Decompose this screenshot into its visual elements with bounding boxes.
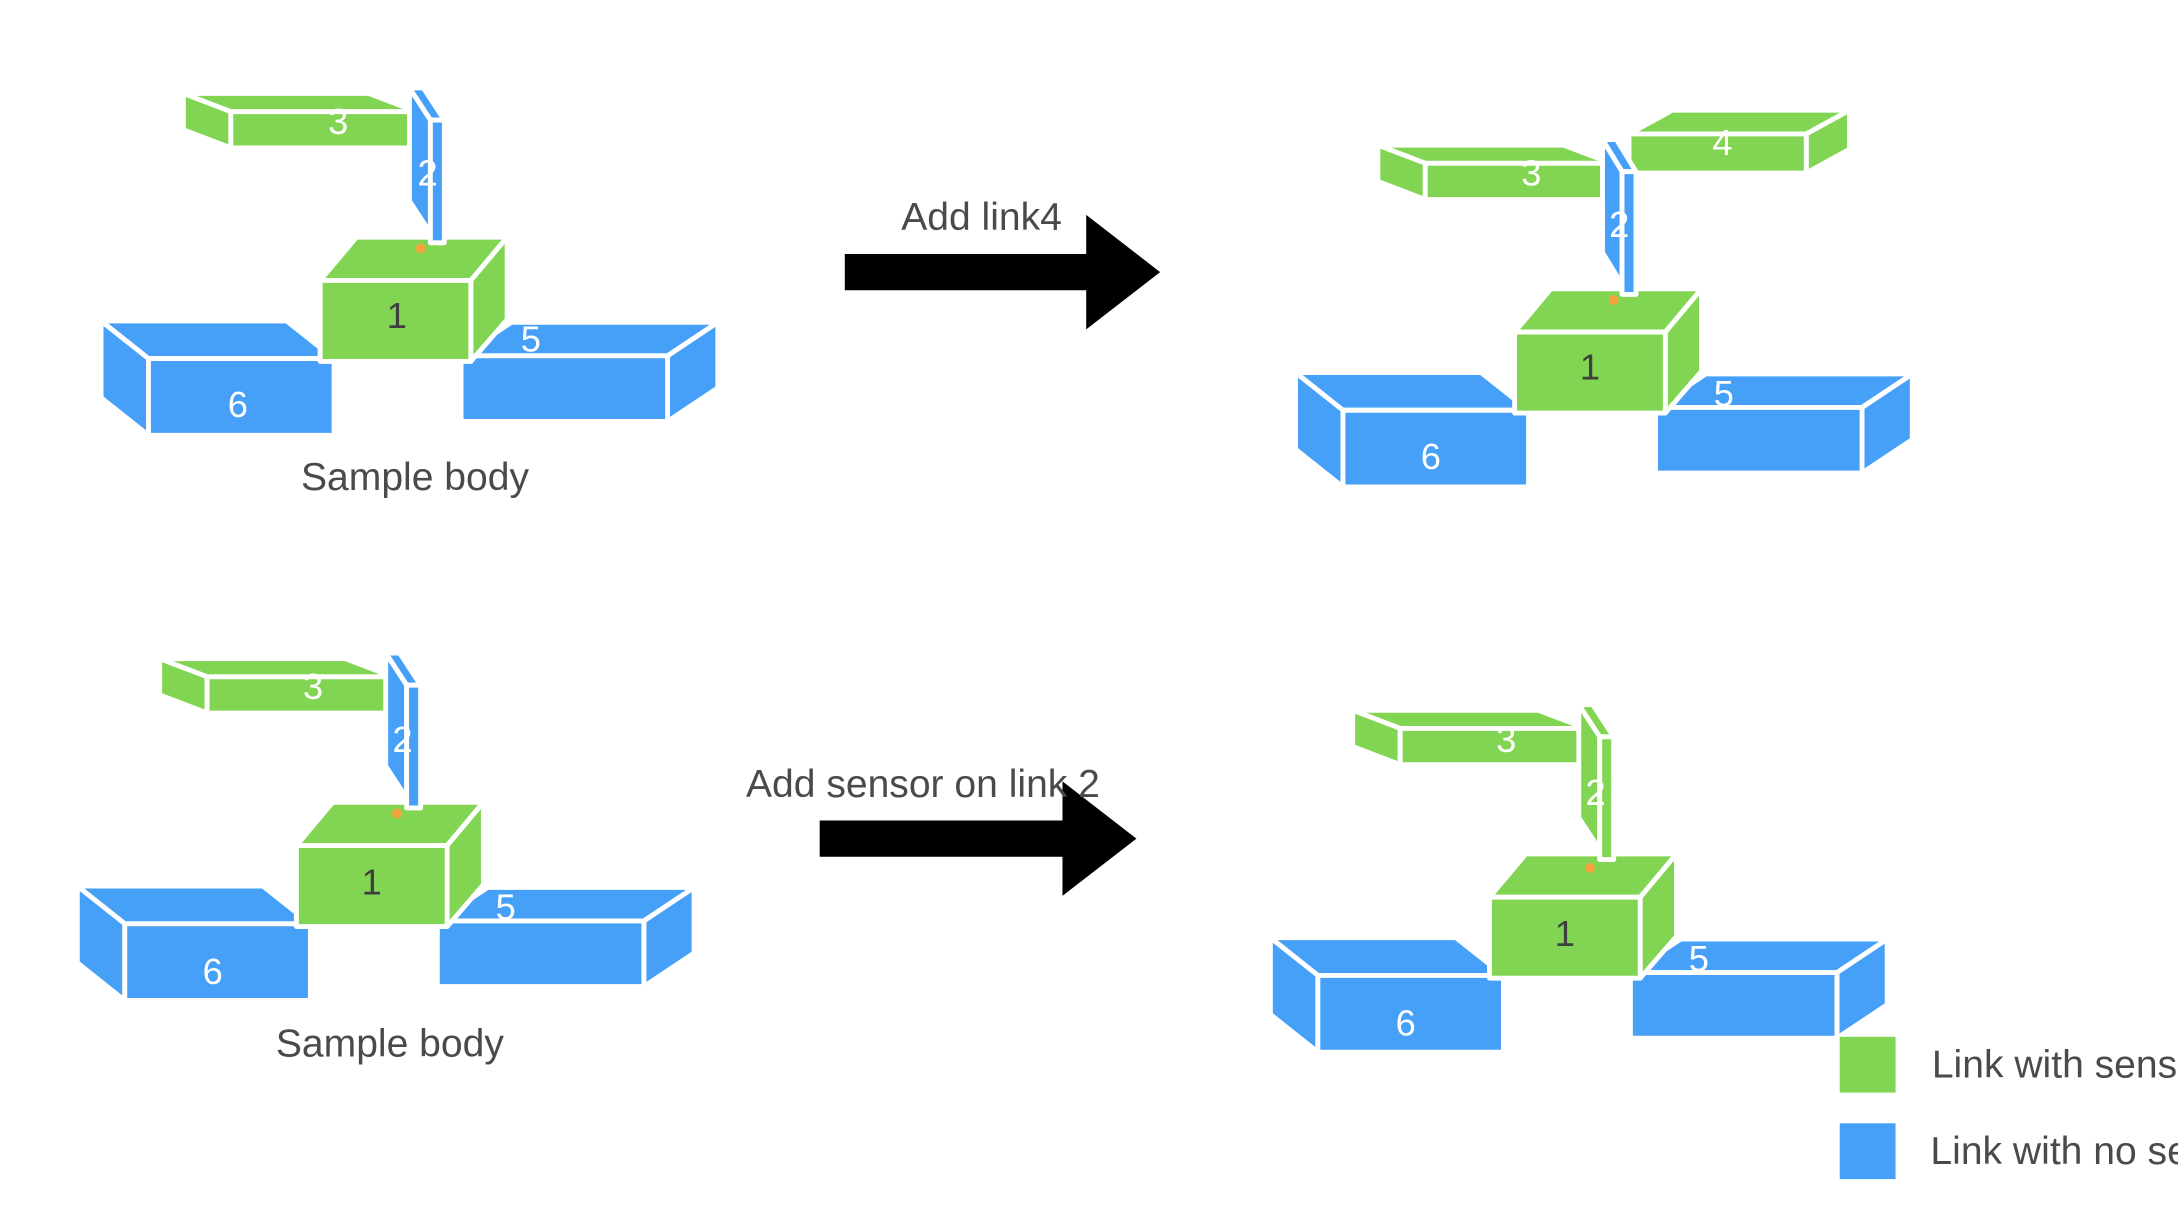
caption-sample-body-bottom: Sample body — [276, 1022, 504, 1065]
link-3-label: 3 — [1521, 153, 1541, 194]
body-with-link4: 6 5 1 3 2 4 — [1296, 107, 1913, 487]
link-1-label: 1 — [362, 861, 382, 902]
link-5-label: 5 — [1714, 373, 1734, 414]
arrow-add-link4: Add link4 — [844, 196, 1161, 330]
link-2-label: 2 — [1585, 772, 1605, 813]
link-5-label: 5 — [1689, 938, 1709, 979]
link-2-label: 2 — [392, 719, 412, 760]
link-3-label: 3 — [328, 101, 348, 142]
caption-sample-body-top: Sample body — [301, 456, 529, 499]
legend-label-sensor: Link with sensor — [1932, 1043, 2178, 1086]
link-6-label: 6 — [228, 384, 248, 425]
legend: Link with sensor Link with no sensor — [1839, 1036, 2178, 1180]
joint-dot — [1585, 863, 1595, 873]
link-3-label: 3 — [1496, 719, 1516, 760]
joint-dot — [391, 808, 402, 819]
body-sensor-on-link2: 6 5 1 3 2 — [1270, 702, 1887, 1052]
arrow-label-add-link4: Add link4 — [901, 196, 1062, 239]
legend-label-no-sensor: Link with no sensor — [1930, 1130, 2178, 1173]
arrow-add-sensor-link2: Add sensor on link 2 — [746, 763, 1137, 896]
link-2 — [406, 85, 447, 246]
link-4 — [1626, 107, 1852, 176]
link-6-label: 6 — [1396, 1002, 1416, 1043]
link-2 — [1600, 137, 1639, 297]
link-2-label: 2 — [417, 153, 437, 194]
link-4-label: 4 — [1712, 122, 1732, 163]
sample-body-bottom: 6 5 1 3 2 — [77, 650, 694, 1000]
link-2-sensor — [1576, 702, 1617, 863]
legend-swatch-sensor — [1839, 1036, 1896, 1093]
joint-dot — [415, 243, 426, 254]
link-5-label: 5 — [496, 887, 516, 928]
link-1-label: 1 — [1580, 347, 1600, 388]
link-2-label: 2 — [1609, 204, 1629, 245]
legend-swatch-no-sensor — [1839, 1123, 1896, 1180]
link-1-label: 1 — [1555, 913, 1575, 954]
link-2 — [383, 650, 424, 811]
link-6-label: 6 — [203, 951, 223, 992]
link-5-label: 5 — [521, 319, 541, 360]
arrow-label-add-sensor: Add sensor on link 2 — [746, 763, 1100, 806]
joint-dot — [1608, 295, 1619, 305]
sample-body-top: 6 5 1 3 2 — [101, 85, 718, 435]
link-6-label: 6 — [1421, 436, 1441, 477]
link-1-label: 1 — [387, 295, 407, 336]
link-3-label: 3 — [303, 666, 323, 707]
